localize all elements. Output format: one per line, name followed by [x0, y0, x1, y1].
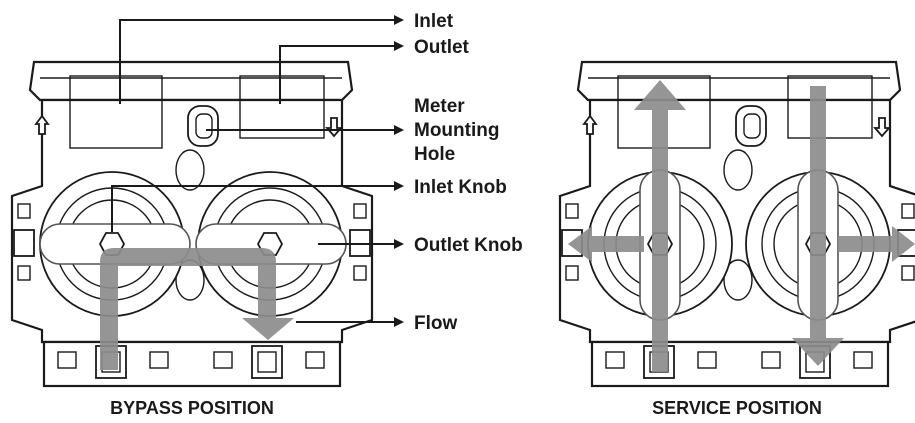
bypass-valve	[10, 60, 374, 388]
label-outlet: Outlet	[414, 37, 470, 58]
bypass-flow-arrow	[100, 248, 294, 370]
label-inlet: Inlet	[414, 11, 454, 32]
service-valve	[558, 60, 915, 388]
caption-bypass: BYPASS POSITION	[110, 398, 274, 418]
label-meter-line1: Meter	[414, 96, 465, 117]
label-flow: Flow	[414, 313, 457, 334]
label-inlet-knob: Inlet Knob	[414, 177, 507, 198]
service-outlet-flow-arrow	[792, 86, 844, 366]
callout-lines	[111, 15, 404, 327]
caption-service: SERVICE POSITION	[652, 398, 822, 418]
label-meter-line2: Mounting	[414, 120, 499, 141]
label-meter-line3: Hole	[414, 144, 455, 165]
service-inlet-flow-arrow	[634, 80, 686, 372]
label-outlet-knob: Outlet Knob	[414, 235, 523, 256]
